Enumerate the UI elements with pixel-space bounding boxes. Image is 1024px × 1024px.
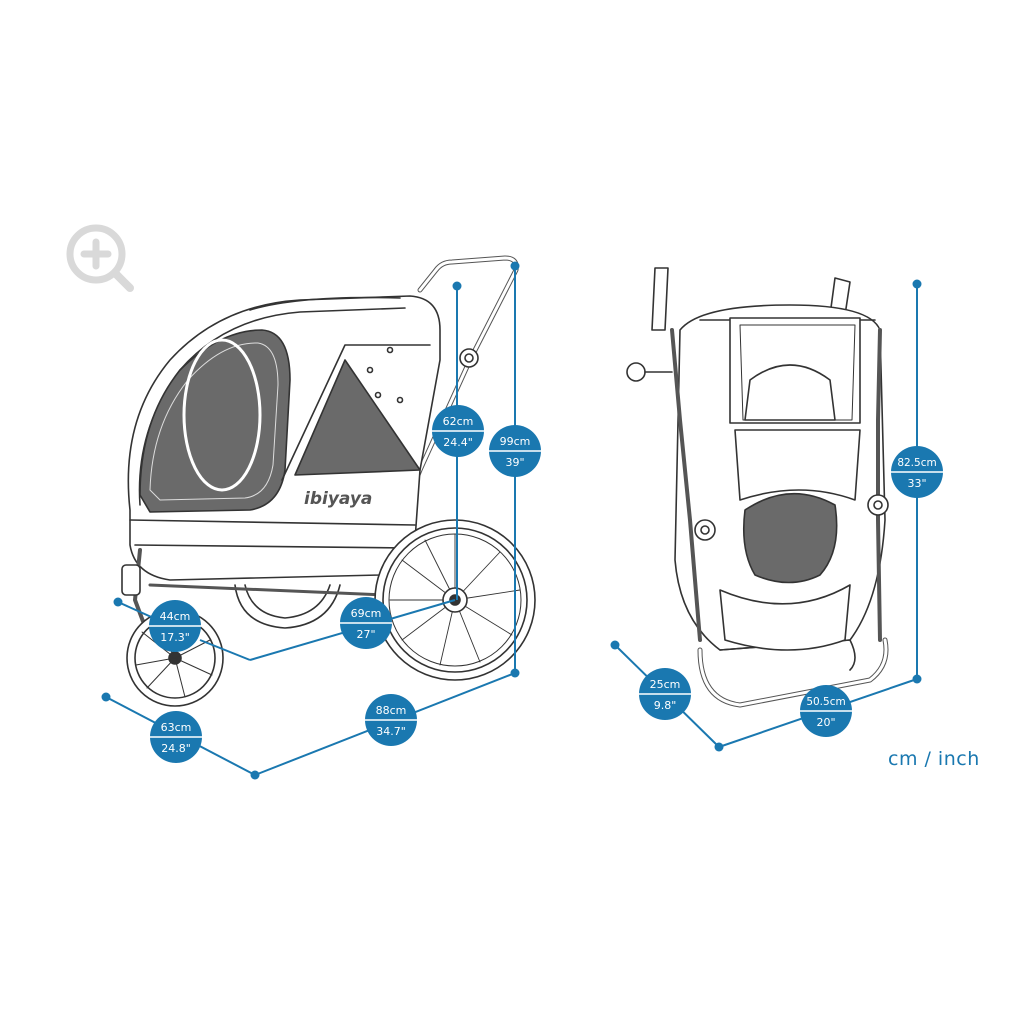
dimension-badge-length: 88cm 34.7" (365, 694, 417, 746)
brand-logo: ibiyaya (304, 489, 372, 509)
badge-metric: 50.5cm (806, 696, 845, 708)
badge-imperial: 34.7" (376, 725, 406, 738)
badge-metric: 25cm (650, 678, 681, 691)
dimension-badge-rear-wheel: 69cm 27" (340, 597, 392, 649)
badge-metric: 62cm (443, 415, 474, 428)
zoom-in-button[interactable] (64, 222, 138, 296)
badge-imperial: 17.3" (160, 631, 190, 644)
dimension-badge-folded-depth: 25cm 9.8" (639, 668, 691, 720)
badge-metric: 69cm (351, 607, 382, 620)
badge-metric: 88cm (376, 704, 407, 717)
badge-metric: 63cm (161, 721, 192, 734)
dimension-endpoints (101, 261, 922, 780)
dimension-badge-width: 63cm 24.8" (150, 711, 202, 763)
badge-metric: 82.5cm (897, 457, 936, 469)
badge-imperial: 24.4" (443, 436, 473, 449)
badge-imperial: 27" (356, 628, 375, 641)
dimension-badge-handle-height: 62cm 24.4" (432, 405, 484, 457)
badge-imperial: 33" (907, 477, 926, 490)
dimension-badge-folded-height: 82.5cm 33" (891, 446, 943, 498)
dimension-badge-front-wheel: 44cm 17.3" (149, 600, 201, 652)
stroller-folded-view-illustration (626, 267, 889, 708)
zoom-in-icon (66, 224, 134, 292)
dimension-badge-total-height: 99cm 39" (489, 425, 541, 477)
unit-legend: cm / inch (888, 748, 980, 770)
badge-imperial: 9.8" (654, 699, 677, 712)
badge-imperial: 39" (505, 456, 524, 469)
dimension-badge-folded-width: 50.5cm 20" (800, 685, 852, 737)
badge-metric: 44cm (160, 610, 191, 623)
badge-metric: 99cm (500, 435, 531, 448)
badge-imperial: 24.8" (161, 742, 191, 755)
badge-imperial: 20" (816, 716, 835, 729)
stroller-side-view-illustration (121, 255, 536, 707)
